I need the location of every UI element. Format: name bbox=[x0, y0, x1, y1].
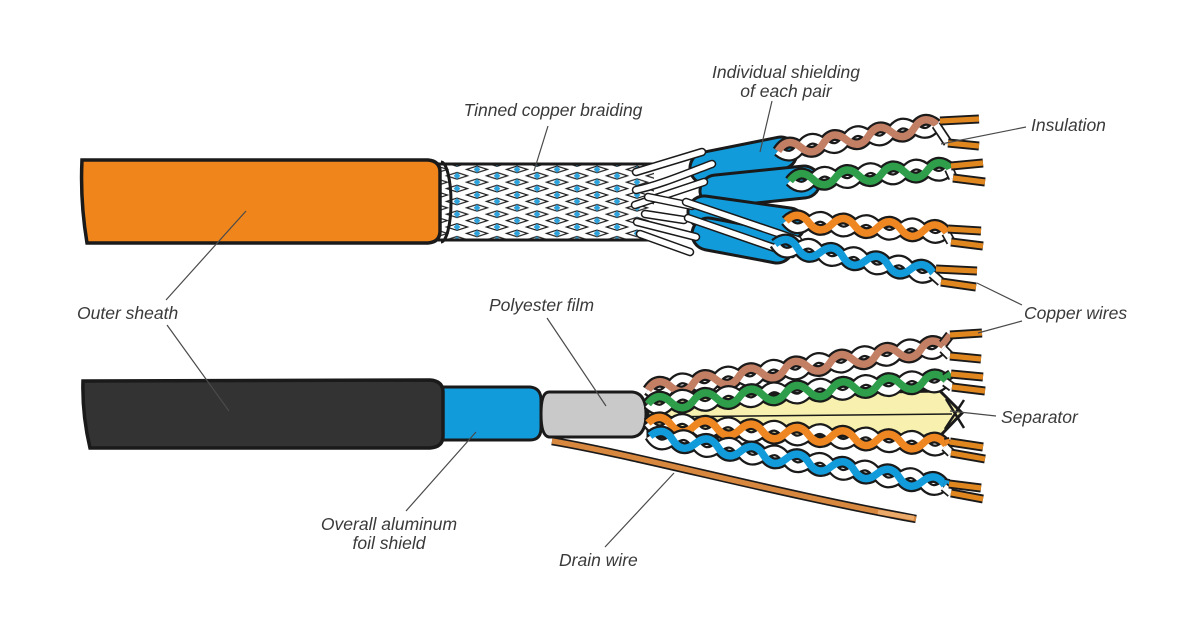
copper-wire-tips-bottom bbox=[939, 328, 986, 504]
label-outer-sheath: Outer sheath bbox=[77, 303, 178, 323]
label-separator: Separator bbox=[1001, 407, 1079, 427]
top-cable bbox=[79, 114, 986, 292]
label-drain-wire: Drain wire bbox=[559, 550, 638, 570]
twisted-pair-blue-top bbox=[774, 238, 935, 280]
label-copper-wires: Copper wires bbox=[1024, 303, 1127, 323]
annotations: Tinned copper braiding Individual shield… bbox=[77, 62, 1127, 570]
leader-insulation bbox=[940, 126, 1027, 145]
leader-polyester-film bbox=[546, 317, 607, 407]
label-tinned-copper-braiding: Tinned copper braiding bbox=[464, 100, 643, 120]
outer-sheath-black bbox=[81, 378, 445, 450]
bottom-cable bbox=[81, 328, 986, 524]
polyester-film bbox=[539, 390, 648, 439]
twisted-pair-green-top bbox=[789, 162, 951, 188]
leader-outer-sheath-bottom bbox=[166, 324, 230, 412]
label-individual-shielding-line1: Individual shielding bbox=[712, 62, 860, 82]
leader-individual-shielding bbox=[759, 100, 773, 153]
leader-separator bbox=[949, 410, 997, 417]
twisted-pair-orange-top bbox=[786, 215, 948, 239]
tinned-copper-braid bbox=[437, 160, 655, 244]
label-insulation: Insulation bbox=[1031, 115, 1106, 135]
leader-copper-wires-bottom bbox=[977, 320, 1023, 334]
leader-drain-wire bbox=[604, 472, 675, 548]
leader-outer-sheath-top bbox=[165, 210, 247, 301]
copper-wire-tips-top bbox=[928, 114, 986, 292]
sheath-opening-rim bbox=[440, 160, 453, 244]
shield-tube-1 bbox=[688, 135, 799, 186]
twisted-pair-brown-top bbox=[777, 118, 938, 157]
label-individual-shielding-line2: of each pair bbox=[740, 81, 833, 101]
overall-foil-shield bbox=[435, 385, 543, 442]
leader-copper-wires-top bbox=[976, 282, 1023, 306]
outer-sheath-orange bbox=[79, 158, 442, 245]
label-overall-foil-shield-line2: foil shield bbox=[353, 533, 427, 553]
leader-tinned-copper-braiding bbox=[533, 125, 549, 172]
label-polyester-film: Polyester film bbox=[489, 295, 594, 315]
label-overall-foil-shield-line1: Overall aluminum bbox=[321, 514, 457, 534]
leader-overall-foil-shield bbox=[405, 431, 477, 512]
drain-wire bbox=[551, 436, 917, 524]
